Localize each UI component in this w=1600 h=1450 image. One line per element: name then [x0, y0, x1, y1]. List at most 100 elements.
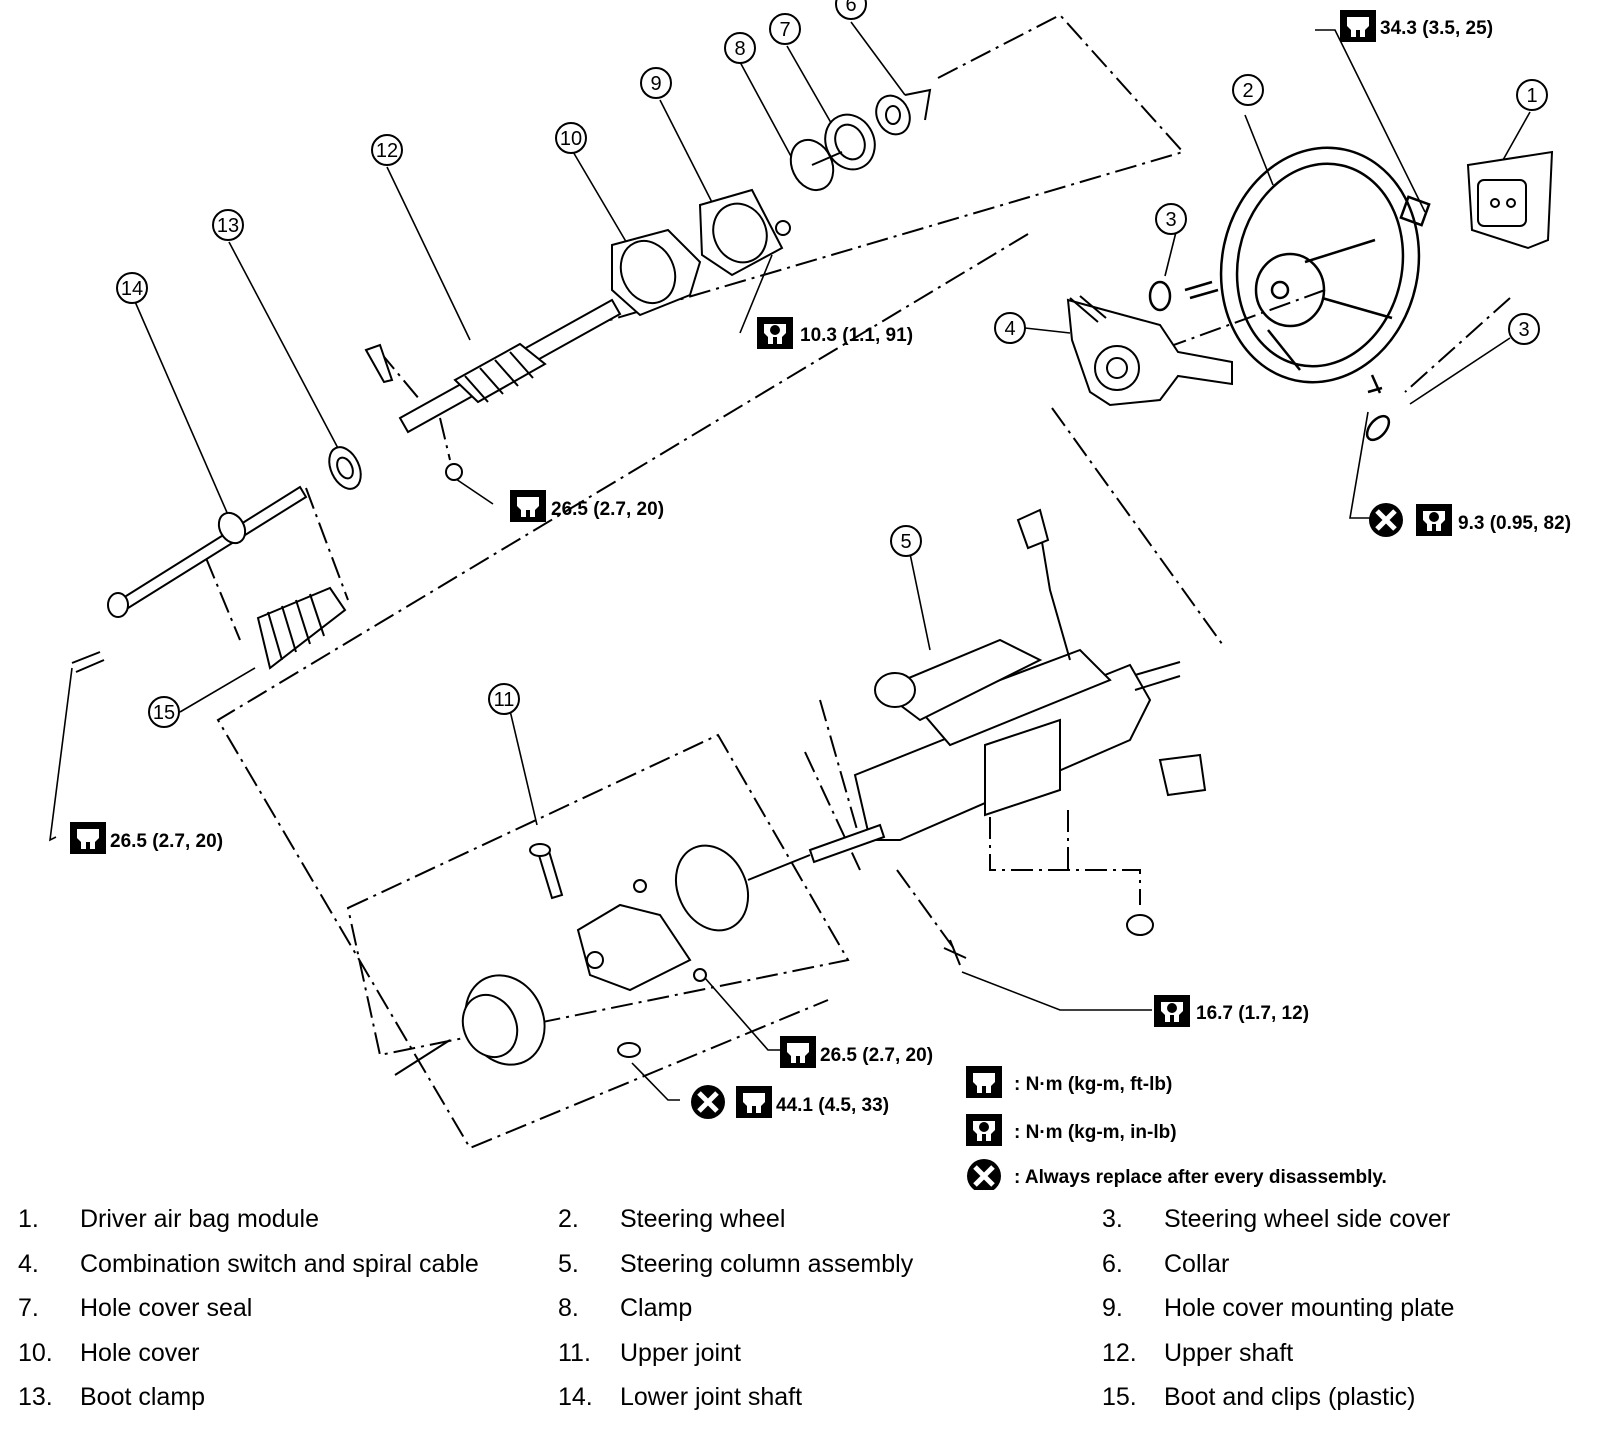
- leader-lines: [49, 21, 1531, 1101]
- svg-text:1: 1: [1526, 85, 1537, 107]
- parts-list: 1. Driver air bag module 2. Steering whe…: [0, 1205, 1600, 1445]
- part-boot-clamp: [328, 446, 362, 490]
- svg-text:10: 10: [560, 128, 582, 150]
- callout-8: 8: [724, 32, 756, 64]
- svg-text:9: 9: [650, 73, 661, 95]
- svg-text:15: 15: [153, 702, 175, 724]
- svg-text:34.3 (3.5, 25): 34.3 (3.5, 25): [1380, 18, 1493, 39]
- torque-label-upper-joint-nut: 44.1 (4.5, 33): [691, 1085, 889, 1119]
- part-boot-and-clips: [256, 586, 347, 670]
- torque-wrench-icon: [1340, 10, 1376, 42]
- torque-wrench-filled-icon: [757, 317, 793, 349]
- assembly-lines: [205, 13, 1511, 1150]
- exploded-view-diagram: 1 2 3 3 4 5 6 7 8 9 10 11: [49, 0, 1571, 1190]
- callout-3-left: 3: [1155, 203, 1187, 235]
- svg-text:26.5 (2.7, 20): 26.5 (2.7, 20): [551, 499, 664, 520]
- part-name: Upper shaft: [1164, 1339, 1294, 1367]
- replace-icon: [691, 1085, 725, 1119]
- callout-6: 6: [835, 0, 867, 20]
- callout-2: 2: [1232, 74, 1264, 106]
- part-name: Collar: [1164, 1250, 1230, 1278]
- callout-13: 13: [212, 209, 244, 241]
- svg-text:11: 11: [494, 689, 515, 711]
- svg-text:10.3 (1.1, 91): 10.3 (1.1, 91): [800, 325, 913, 346]
- torque-wrench-icon: [736, 1086, 772, 1118]
- part-name: Clamp: [620, 1294, 693, 1322]
- callout-4: 4: [994, 312, 1026, 344]
- torque-label-upper-joint-bolt: 26.5 (2.7, 20): [780, 1036, 933, 1068]
- callout-3-right: 3: [1508, 313, 1540, 345]
- svg-text:: N·m (kg-m, ft-lb): : N·m (kg-m, ft-lb): [1014, 1074, 1172, 1095]
- part-name: Boot clamp: [80, 1383, 206, 1411]
- part-name: Hole cover mounting plate: [1164, 1294, 1455, 1322]
- torque-wrench-icon: [70, 822, 106, 854]
- part-lower-joint-shaft: [71, 485, 308, 673]
- part-number: 3.: [1102, 1205, 1123, 1233]
- torque-wrench-filled-icon: [1154, 995, 1190, 1027]
- symbol-legend: : N·m (kg-m, ft-lb) : N·m (kg-m, in-lb) …: [966, 1066, 1387, 1190]
- svg-text:7: 7: [779, 19, 790, 41]
- part-name: Upper joint: [620, 1339, 741, 1367]
- svg-text:6: 6: [845, 0, 856, 16]
- torque-label-lower-joint: 26.5 (2.7, 20): [70, 822, 223, 854]
- part-upper-shaft: [364, 298, 622, 481]
- svg-text:26.5 (2.7, 20): 26.5 (2.7, 20): [820, 1045, 933, 1066]
- part-number: 15.: [1102, 1383, 1137, 1411]
- part-name: Steering wheel: [620, 1205, 786, 1233]
- callout-12: 12: [371, 134, 403, 166]
- part-number: 4.: [18, 1250, 39, 1278]
- part-number: 11.: [558, 1339, 591, 1367]
- part-name: Combination switch and spiral cable: [80, 1250, 479, 1278]
- svg-text:5: 5: [900, 531, 911, 553]
- replace-icon: [967, 1159, 1001, 1190]
- svg-text:3: 3: [1518, 319, 1529, 341]
- part-name: Boot and clips (plastic): [1164, 1383, 1416, 1411]
- part-number: 6.: [1102, 1250, 1123, 1278]
- part-number: 7.: [18, 1294, 39, 1322]
- callout-14: 14: [116, 272, 148, 304]
- replace-icon: [1369, 503, 1403, 537]
- svg-text:12: 12: [376, 140, 398, 162]
- callout-1: 1: [1516, 79, 1548, 111]
- part-hole-cover-plate: [611, 188, 791, 317]
- part-name: Steering column assembly: [620, 1250, 914, 1278]
- callout-5: 5: [890, 525, 922, 557]
- svg-text:3: 3: [1165, 209, 1176, 231]
- svg-text:8: 8: [734, 38, 745, 60]
- svg-text:26.5 (2.7, 20): 26.5 (2.7, 20): [110, 831, 223, 852]
- torque-label-hole-cover: 10.3 (1.1, 91): [757, 317, 913, 349]
- part-number: 5.: [558, 1250, 579, 1278]
- callout-10: 10: [555, 122, 587, 154]
- part-number: 13.: [18, 1383, 53, 1411]
- svg-text:: Always replace after every d: : Always replace after every disassembly…: [1014, 1167, 1387, 1188]
- part-name: Hole cover: [80, 1339, 200, 1367]
- part-upper-joint: [394, 843, 811, 1076]
- part-name: Steering wheel side cover: [1164, 1205, 1451, 1233]
- part-number: 2.: [558, 1205, 579, 1233]
- part-number: 1.: [18, 1205, 39, 1233]
- torque-wrench-icon: [966, 1066, 1002, 1098]
- torque-wrench-icon: [510, 490, 546, 522]
- part-steering-column: [808, 508, 1207, 966]
- torque-label-steering-wheel-nut: 34.3 (3.5, 25): [1340, 10, 1493, 42]
- svg-text:2: 2: [1242, 80, 1253, 102]
- svg-text:4: 4: [1004, 318, 1015, 340]
- torque-label-upper-shaft: 26.5 (2.7, 20): [510, 490, 664, 522]
- part-number: 14.: [558, 1383, 593, 1411]
- svg-text:16.7 (1.7, 12): 16.7 (1.7, 12): [1196, 1003, 1309, 1024]
- part-combination-switch: [1066, 295, 1233, 407]
- callout-11: 11: [488, 683, 520, 715]
- svg-text:: N·m (kg-m, in-lb): : N·m (kg-m, in-lb): [1014, 1122, 1177, 1143]
- part-air-bag-module: [1466, 150, 1554, 250]
- part-name: Hole cover seal: [80, 1294, 253, 1322]
- torque-label-side-cover-bolt: 9.3 (0.95, 82): [1369, 503, 1571, 537]
- part-steering-wheel: [1148, 146, 1431, 442]
- torque-wrench-filled-icon: [1416, 504, 1452, 536]
- callout-7: 7: [769, 13, 801, 45]
- part-number: 9.: [1102, 1294, 1123, 1322]
- svg-text:9.3 (0.95, 82): 9.3 (0.95, 82): [1458, 513, 1571, 534]
- part-number: 12.: [1102, 1339, 1137, 1367]
- part-collar-seal-clamp: [789, 88, 932, 192]
- part-name: Lower joint shaft: [620, 1383, 803, 1411]
- torque-label-column-mount: 16.7 (1.7, 12): [1154, 995, 1309, 1027]
